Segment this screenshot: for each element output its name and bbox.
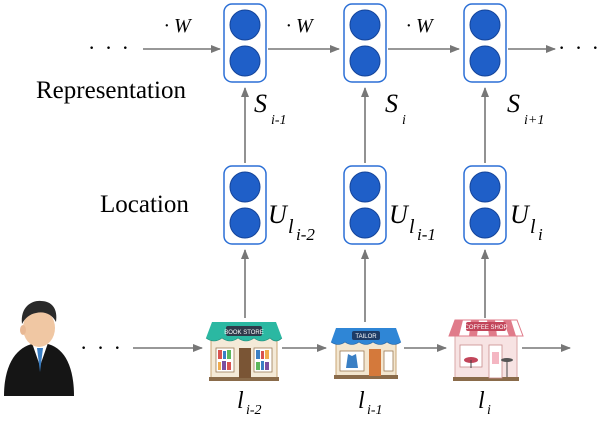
- state-label-1: S i-1: [254, 89, 287, 128]
- place-label-3: l i: [478, 388, 491, 418]
- user-avatar: [4, 300, 74, 396]
- place-label-1-main: l: [237, 388, 244, 414]
- location-node-1: [223, 165, 267, 245]
- state-label-3: S i+1: [507, 89, 544, 128]
- location-node-2: [343, 165, 387, 245]
- state-label-2-main: S: [385, 89, 398, 118]
- place-label-2-sub: i-1: [367, 403, 383, 418]
- location-label-2-sub2: i-1: [417, 225, 436, 244]
- location-label-2-main: U: [389, 200, 410, 229]
- state-label-3-sub: i+1: [524, 113, 544, 128]
- place-label-3-main: l: [478, 388, 485, 414]
- location-label-3: U l i: [510, 200, 543, 244]
- location-label-1: U l i-2: [268, 200, 315, 244]
- state-node-3: [463, 3, 507, 83]
- coffee-shop-sign: COFFEE SHOP: [464, 325, 507, 331]
- location-label-1-sub2: i-2: [296, 225, 315, 244]
- location-label-1-main: U: [268, 200, 289, 229]
- place-label-1: l i-2: [237, 388, 262, 418]
- place-label-3-sub: i: [487, 403, 491, 418]
- representation-label: Representation: [36, 77, 186, 104]
- state-label-1-main: S: [254, 89, 267, 118]
- state-node-1: [223, 3, 267, 83]
- location-label-3-sub2: i: [538, 225, 543, 244]
- location-label: Location: [100, 191, 189, 218]
- leading-dots-bottom: · · ·: [80, 335, 123, 360]
- weight-label-2: · W: [286, 15, 315, 37]
- tailor-sign: TAILOR: [355, 334, 377, 340]
- location-label-1-sub1: l: [288, 216, 294, 238]
- state-label-2-sub: i: [402, 113, 406, 128]
- location-label-3-main: U: [510, 200, 531, 229]
- trailing-dots-top: · · ·: [558, 35, 601, 60]
- state-label-1-sub: i-1: [271, 113, 287, 128]
- state-label-3-main: S: [507, 89, 520, 118]
- location-label-3-sub1: l: [530, 216, 536, 238]
- weight-label-3: · W: [406, 15, 435, 37]
- weight-label-1: · W: [164, 15, 193, 37]
- place-label-2: l i-1: [358, 388, 383, 418]
- leading-dots-top: · · ·: [88, 35, 131, 60]
- place-label-1-sub: i-2: [246, 403, 262, 418]
- location-node-3: [463, 165, 507, 245]
- state-node-2: [343, 3, 387, 83]
- tailor-shop-icon: TAILOR: [330, 328, 402, 379]
- book-store-icon: BOOK STORE: [205, 322, 283, 381]
- location-label-2-sub1: l: [409, 216, 415, 238]
- place-label-2-main: l: [358, 388, 365, 414]
- location-label-2: U l i-1: [389, 200, 436, 244]
- coffee-shop-icon: COFFEE SHOP: [448, 319, 524, 381]
- state-label-2: S i: [385, 89, 406, 128]
- book-store-sign: BOOK STORE: [224, 330, 264, 336]
